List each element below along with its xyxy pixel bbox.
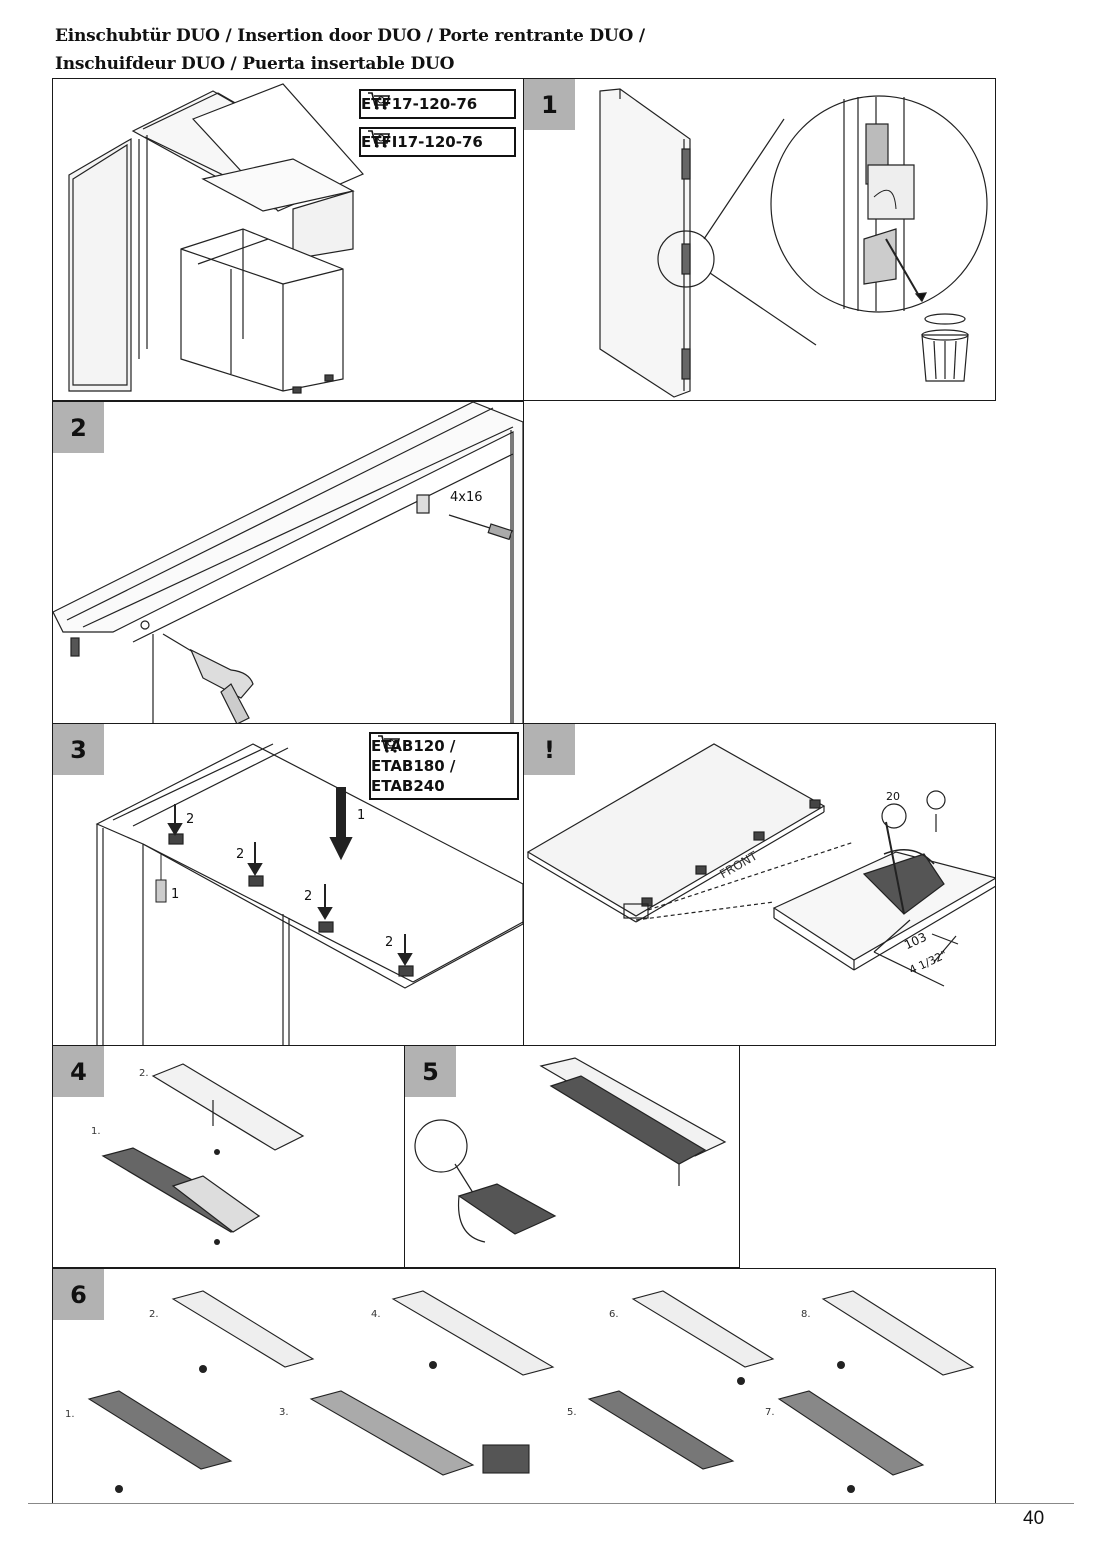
- substep-label: 1.: [91, 1126, 101, 1137]
- step-number-6: 6: [53, 1269, 104, 1320]
- panel-step-6: 6 2. 4. 6. 8. 1. 3. 5. 7.: [52, 1268, 996, 1504]
- rail-mounting-illustration: [53, 402, 523, 723]
- order-code-box-3: ETAB120 / ETAB180 / ETAB240: [369, 732, 519, 800]
- substep-label: 2.: [149, 1309, 159, 1320]
- callout-label: 1: [357, 808, 366, 823]
- substep-label: 4.: [371, 1309, 381, 1320]
- quantity-label: 20: [886, 790, 900, 803]
- order-code-2: ETFI17-120-76: [361, 133, 483, 151]
- callout-label: 2: [236, 847, 245, 862]
- shopping-cart-icon: [378, 735, 400, 753]
- panel-step-2: 2 4x16: [52, 401, 524, 724]
- substep-label: 3.: [279, 1407, 289, 1418]
- step-number-4: 4: [53, 1046, 104, 1097]
- substep-label: 6.: [609, 1309, 619, 1320]
- panel-step-1: 1: [523, 78, 996, 401]
- step-number-2: 2: [53, 402, 104, 453]
- callout-label: 2: [304, 889, 313, 904]
- substep-label: 1.: [65, 1409, 75, 1420]
- door-detail-illustration: [599, 88, 988, 398]
- step-number-3: 3: [53, 724, 104, 775]
- screwdriver-icon: [416, 494, 513, 541]
- foot-placement-illustration: [526, 743, 995, 987]
- document-title-line2: Inschuifdeur DUO / Puerta insertable DUO: [55, 54, 455, 74]
- step-number-1: 1: [524, 79, 575, 130]
- drill-icon: [162, 633, 254, 723]
- callout-label: 1: [171, 887, 180, 902]
- order-code-3a: ETAB120 /: [371, 737, 456, 755]
- trash-can-icon: [921, 313, 969, 382]
- substep-label: 7.: [765, 1407, 775, 1418]
- shopping-cart-icon: [368, 92, 390, 110]
- panel-step-3: 3 ETAB120 / ETAB180 / ETAB240 2 1 2 2 2 …: [52, 723, 524, 1046]
- substep-label: 8.: [801, 1309, 811, 1320]
- step-number-5: 5: [405, 1046, 456, 1097]
- profile-insertion-illustration: [101, 1063, 305, 1245]
- panel-step-5: 5: [404, 1045, 740, 1268]
- top-board-mounting-illustration: [95, 743, 523, 1045]
- substep-label: 5.: [567, 1407, 577, 1418]
- document-title-line1: Einschubtür DUO / Insertion door DUO / P…: [55, 26, 645, 46]
- shopping-cart-icon: [368, 130, 390, 148]
- page-number: 40: [1023, 1508, 1045, 1529]
- screw-size-label: 4x16: [450, 490, 483, 505]
- panel-overview: ETF17-120-76 ETFI17-120-76: [52, 78, 524, 401]
- callout-label: 2: [186, 812, 195, 827]
- footer-divider: [28, 1503, 1074, 1504]
- panel-note: ! FRONT 20 103 4 1/32": [523, 723, 996, 1046]
- order-code-3c: ETAB240: [371, 777, 445, 795]
- order-code-box-1: ETF17-120-76: [359, 89, 516, 119]
- order-code-box-2: ETFI17-120-76: [359, 127, 516, 157]
- order-code-1: ETF17-120-76: [361, 95, 478, 113]
- callout-label: 2: [385, 935, 394, 950]
- step-number-note: !: [524, 724, 575, 775]
- final-assembly-sequence-illustration: [87, 1290, 975, 1493]
- screwdriver-icon: [155, 854, 167, 903]
- order-code-3b: ETAB180 /: [371, 757, 456, 775]
- panel-step-4: 4 2. 1.: [52, 1045, 405, 1268]
- cabinet-overview-illustration: [68, 83, 364, 394]
- substep-label: 2.: [139, 1068, 149, 1079]
- profile-connection-illustration: [414, 1057, 727, 1243]
